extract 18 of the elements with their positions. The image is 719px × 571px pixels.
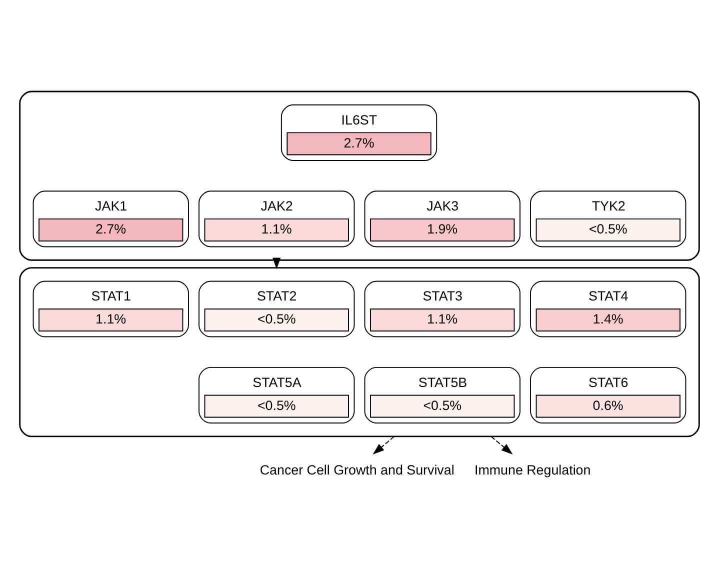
node-box: JAK3 1.9%: [364, 190, 520, 247]
node-box: STAT4 1.4%: [530, 280, 686, 337]
cluster: [19, 266, 700, 437]
node-box: JAK1 2.7%: [32, 190, 189, 247]
node-text: Immune Regulation: [474, 462, 591, 477]
node-box: TYK2 <0.5%: [530, 190, 686, 247]
node-box: STAT5A <0.5%: [198, 366, 355, 423]
node-box: JAK2 1.1%: [198, 190, 355, 247]
node-box: STAT6 0.6%: [530, 366, 686, 423]
node-text: Cancer Cell Growth and Survival: [260, 462, 454, 477]
node-box: STAT2 <0.5%: [198, 280, 355, 337]
node-box: STAT1 1.1%: [32, 280, 189, 337]
arrow: [372, 435, 395, 454]
node-box: IL6ST 2.7%: [280, 104, 438, 160]
node-box: STAT3 1.1%: [364, 280, 520, 337]
node-box: STAT5B <0.5%: [364, 366, 520, 423]
cluster: [19, 90, 700, 260]
arrow: [490, 435, 513, 454]
